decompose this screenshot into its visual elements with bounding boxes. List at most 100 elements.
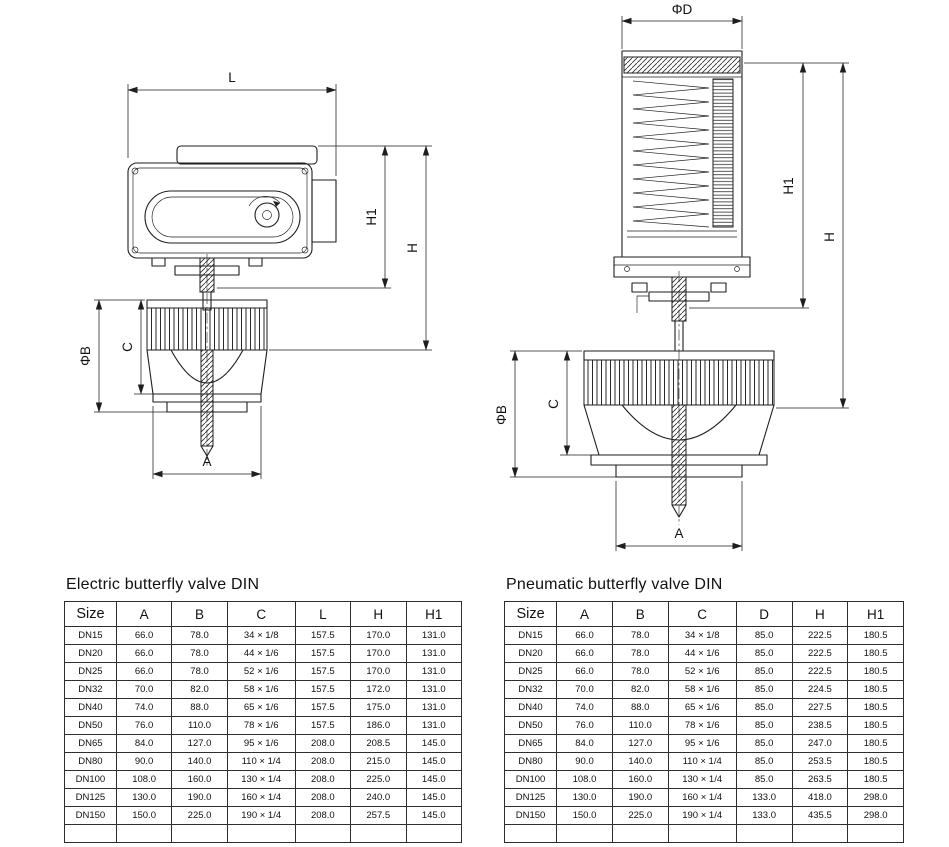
table-cell: 222.5 xyxy=(791,626,849,645)
table-cell: DN15 xyxy=(64,626,117,645)
table-cell: DN65 xyxy=(503,734,558,753)
table-cell xyxy=(350,824,407,843)
table-cell: 145.0 xyxy=(405,806,463,825)
column-header: D xyxy=(735,601,793,627)
pneumatic-table-title: Pneumatic butterfly valve DIN xyxy=(506,576,723,593)
table-cell: 145.0 xyxy=(405,788,463,807)
table-cell xyxy=(611,824,669,843)
table-cell: 190.0 xyxy=(611,788,669,807)
table-cell: 78 × 1/6 xyxy=(667,716,737,735)
table-cell: 418.0 xyxy=(791,788,849,807)
table-cell xyxy=(791,824,849,843)
table-cell: 160.0 xyxy=(171,770,228,789)
column-header: A xyxy=(556,601,613,627)
table-cell: 157.5 xyxy=(294,716,352,735)
dimension-A: A xyxy=(615,481,743,551)
table-cell: 66.0 xyxy=(556,644,613,663)
table-cell: 130.0 xyxy=(115,788,173,807)
table-cell: 180.5 xyxy=(847,716,904,735)
table-cell: 222.5 xyxy=(791,644,849,663)
table-cell: 180.5 xyxy=(847,626,904,645)
dim-label-phi-B: ΦB xyxy=(494,405,509,425)
table-cell: 257.5 xyxy=(350,806,407,825)
table-cell: 157.5 xyxy=(294,662,352,681)
table-cell: DN80 xyxy=(503,752,558,771)
table-cell: 131.0 xyxy=(405,644,463,663)
table-cell: 150.0 xyxy=(556,806,613,825)
table-cell: 76.0 xyxy=(115,716,173,735)
table-cell: 145.0 xyxy=(405,752,463,771)
table-cell: 180.5 xyxy=(847,644,904,663)
table-cell: 88.0 xyxy=(171,698,228,717)
table-cell: 160.0 xyxy=(611,770,669,789)
table-cell: DN65 xyxy=(64,734,117,753)
table-cell: 175.0 xyxy=(350,698,407,717)
table-cell: 85.0 xyxy=(735,752,793,771)
table-cell: 66.0 xyxy=(556,662,613,681)
table-cell: 180.5 xyxy=(847,680,904,699)
table-cell: 78.0 xyxy=(171,626,228,645)
piston-rod xyxy=(712,78,734,228)
table-cell: 95 × 1/6 xyxy=(667,734,737,753)
table-cell: 240.0 xyxy=(350,788,407,807)
table-cell: 85.0 xyxy=(735,770,793,789)
table-cell: DN32 xyxy=(503,680,558,699)
table-cell xyxy=(735,824,793,843)
dimension-H: H xyxy=(269,145,432,351)
table-cell: 215.0 xyxy=(350,752,407,771)
dim-label-L: L xyxy=(228,70,236,85)
column-header: B xyxy=(611,601,669,627)
table-cell: 180.5 xyxy=(847,662,904,681)
table-cell: 90.0 xyxy=(556,752,613,771)
table-cell: 85.0 xyxy=(735,716,793,735)
table-row xyxy=(64,824,463,843)
table-cell: 58 × 1/6 xyxy=(667,680,737,699)
table-cell xyxy=(64,824,117,843)
table-cell: 208.0 xyxy=(294,752,352,771)
table-cell: 208.0 xyxy=(294,734,352,753)
table-cell: 85.0 xyxy=(735,734,793,753)
electric-valve-body xyxy=(146,254,268,466)
table-cell: 34 × 1/8 xyxy=(226,626,296,645)
table-cell: 66.0 xyxy=(115,644,173,663)
dimension-H1: H1 xyxy=(217,145,391,289)
table-cell: 127.0 xyxy=(171,734,228,753)
table-cell: 225.0 xyxy=(611,806,669,825)
table-cell: 157.5 xyxy=(294,680,352,699)
table-cell: DN125 xyxy=(503,788,558,807)
table-cell: 172.0 xyxy=(350,680,407,699)
dim-label-phi-D: ΦD xyxy=(672,3,693,17)
table-cell: 131.0 xyxy=(405,680,463,699)
table-cell: DN25 xyxy=(64,662,117,681)
table-cell: DN15 xyxy=(503,626,558,645)
table-cell: 180.5 xyxy=(847,752,904,771)
table-cell: 130 × 1/4 xyxy=(667,770,737,789)
table-cell: 157.5 xyxy=(294,698,352,717)
dimension-L: L xyxy=(127,70,337,176)
table-cell: 190.0 xyxy=(171,788,228,807)
table-cell xyxy=(667,824,737,843)
column-header: B xyxy=(171,601,228,627)
table-cell: 65 × 1/6 xyxy=(226,698,296,717)
table-cell: 247.0 xyxy=(791,734,849,753)
dimension-phi-D: ΦD xyxy=(621,3,743,49)
table-cell: DN150 xyxy=(64,806,117,825)
table-cell: 127.0 xyxy=(611,734,669,753)
table-cell: 44 × 1/6 xyxy=(226,644,296,663)
table-cell: DN20 xyxy=(64,644,117,663)
table-cell: 76.0 xyxy=(556,716,613,735)
dimension-phi-B: ΦB xyxy=(78,299,167,413)
table-cell xyxy=(115,824,173,843)
table-cell: 88.0 xyxy=(611,698,669,717)
